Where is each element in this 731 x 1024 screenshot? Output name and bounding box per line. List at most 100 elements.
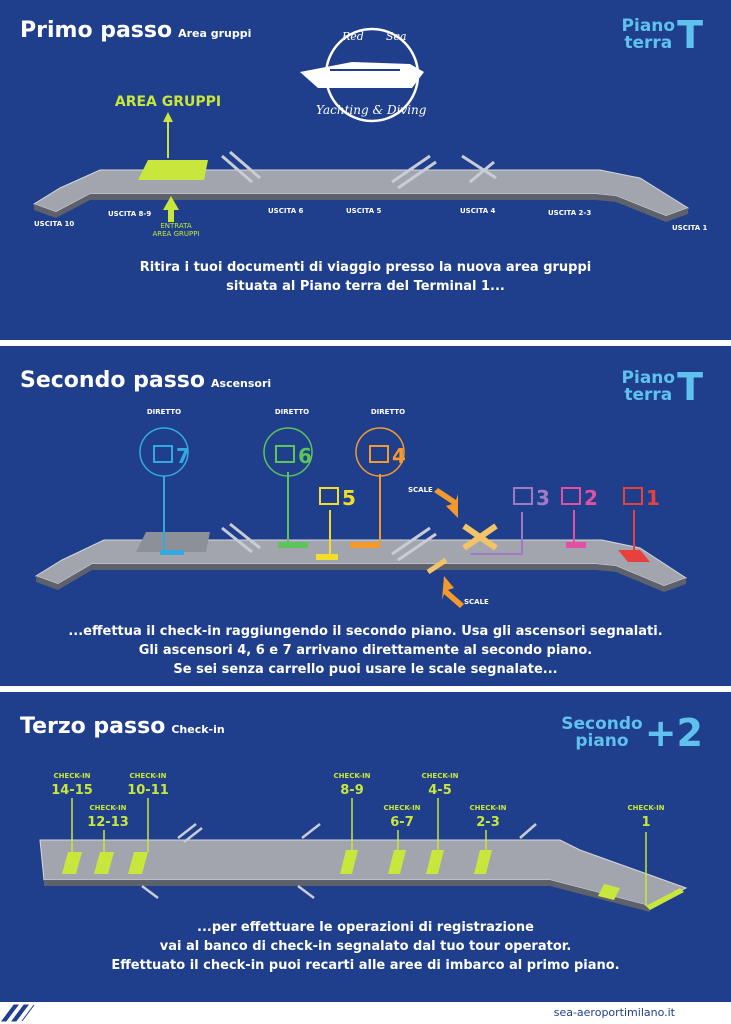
step-3-title: Terzo passo Check-in (20, 714, 225, 739)
area-gruppi-arrowhead (163, 112, 173, 122)
checkin-number-10-11: 10-11 (127, 783, 169, 798)
step-2-desc-line-3: Se sei senza carrello puoi usare le scal… (173, 662, 558, 677)
checkin-label-1: CHECK-IN (627, 804, 664, 812)
desk-4-5 (426, 850, 444, 874)
terminal-edge (34, 194, 688, 222)
yacht-icon (300, 62, 424, 88)
step-2-title-text: Secondo passo (20, 368, 206, 393)
area-gruppi-block (136, 532, 210, 552)
area-gruppi-label: AREA GRUPPI (115, 94, 221, 110)
logo-text-yachting: Yachting & Diving (316, 103, 427, 117)
step-1-terminal-map: Red Sea Yachting & Diving AREA GRUPPI EN… (32, 27, 708, 238)
lift-4-circle (355, 427, 405, 477)
lift-2-number: 2 (584, 486, 598, 510)
terminal-edge (44, 880, 650, 912)
desk-lines (71, 798, 647, 906)
desk-1b (646, 888, 684, 910)
desk-10-11 (128, 852, 148, 874)
lift-6-marker (278, 542, 308, 548)
step-2-title: Secondo passo Ascensori (20, 368, 271, 393)
exit-1: USCITA 1 (672, 224, 708, 232)
step-2-subtitle: Ascensori (211, 377, 272, 390)
step-1-desc-line-1: Ritira i tuoi documenti di viaggio press… (139, 260, 592, 275)
direct-label-4: DIRETTO (371, 408, 405, 416)
entrance-arrow (163, 196, 179, 222)
lift-2-marker (566, 542, 586, 548)
bridges (141, 823, 537, 899)
step-3-floor-word-1: Secondo (561, 714, 643, 734)
lift-1-number: 1 (646, 486, 660, 510)
desk-14-15 (62, 852, 82, 874)
checkin-number-4-5: 4-5 (428, 783, 452, 798)
lift-6-icon (275, 445, 295, 463)
logo-text-sea: Sea (386, 30, 407, 43)
checkin-label-2-3: CHECK-IN (469, 804, 506, 812)
checkin-label-14-15: CHECK-IN (53, 772, 90, 780)
step-3-floor-word-2: piano (575, 731, 629, 751)
desk-12-13 (94, 852, 114, 874)
checkin-label-12-13: CHECK-IN (89, 804, 126, 812)
step-3-subtitle: Check-in (171, 723, 225, 736)
desk-6-7 (388, 850, 406, 874)
step-3-desc-line-1: ...per effettuare le operazioni di regis… (197, 920, 534, 935)
step-3-desc-line-2: vai al banco di check-in segnalato dal t… (159, 939, 572, 954)
exit-2-3: USCITA 2-3 (548, 209, 591, 217)
lift-4-icon (369, 445, 389, 463)
checkin-number-12-13: 12-13 (87, 815, 129, 830)
area-gruppi-block (138, 160, 208, 180)
step-3-title-text: Terzo passo (20, 714, 166, 739)
lift-5-marker (316, 554, 338, 560)
stairs-lower-icon (426, 557, 448, 575)
bridges (221, 150, 497, 190)
lift-2-icon (561, 487, 581, 505)
lift-3-number: 3 (536, 486, 550, 510)
lift-3-icon (513, 487, 533, 505)
terminal-edge (36, 564, 686, 592)
checkin-number-2-3: 2-3 (476, 815, 500, 830)
checkin-number-6-7: 6-7 (390, 815, 414, 830)
red-sea-logo: Red Sea Yachting & Diving (300, 27, 427, 123)
checkin-label-8-9: CHECK-IN (333, 772, 370, 780)
lift-1-marker (618, 550, 650, 562)
step-2-terminal-map: DIRETTO DIRETTO DIRETTO 7 6 5 4 3 2 1 (34, 408, 688, 608)
step-1-subtitle: Area gruppi (178, 27, 252, 40)
lift-4-number: 4 (392, 444, 406, 468)
checkin-desks (62, 850, 684, 910)
entrance-label-1: ENTRATA (160, 222, 191, 230)
exit-4: USCITA 4 (460, 207, 496, 215)
lift-5-number: 5 (342, 486, 356, 510)
desk-8-9 (340, 850, 358, 874)
lift-7-marker (160, 550, 184, 555)
exit-10: USCITA 10 (34, 220, 74, 228)
sea-logo-icon (1, 1004, 35, 1022)
lift-3-line (470, 512, 523, 555)
step-3-description: ...per effettuare le operazioni di regis… (0, 918, 731, 975)
checkin-labels: CHECK-IN 14-15 CHECK-IN 12-13 CHECK-IN 1… (51, 772, 664, 830)
lift-1-icon (623, 487, 643, 505)
checkin-number-1: 1 (641, 815, 650, 830)
checkin-label-4-5: CHECK-IN (421, 772, 458, 780)
bridges (221, 522, 437, 562)
step-3-terminal-map: CHECK-IN 14-15 CHECK-IN 12-13 CHECK-IN 1… (39, 772, 688, 912)
exit-labels: USCITA 10 USCITA 8-9 USCITA 6 USCITA 5 U… (34, 207, 708, 232)
desk-2-3 (474, 850, 492, 874)
lift-4-marker (350, 542, 380, 548)
lift-7-circle (139, 427, 189, 477)
direct-label-7: DIRETTO (147, 408, 181, 416)
step-2-floor-symbol: T (677, 365, 703, 409)
lift-6-circle (263, 427, 313, 477)
lift-5-icon (319, 487, 339, 505)
logo-text-red: Red (341, 30, 364, 43)
step-1-description: Ritira i tuoi documenti di viaggio press… (0, 258, 731, 296)
footer: sea-aeroportimilano.it (0, 1002, 731, 1024)
lift-icons: 7 6 5 4 3 2 1 (153, 444, 660, 510)
lift-6-number: 6 (298, 444, 312, 468)
step-3-desc-line-3: Effettuato il check-in puoi recarti alle… (111, 958, 620, 973)
